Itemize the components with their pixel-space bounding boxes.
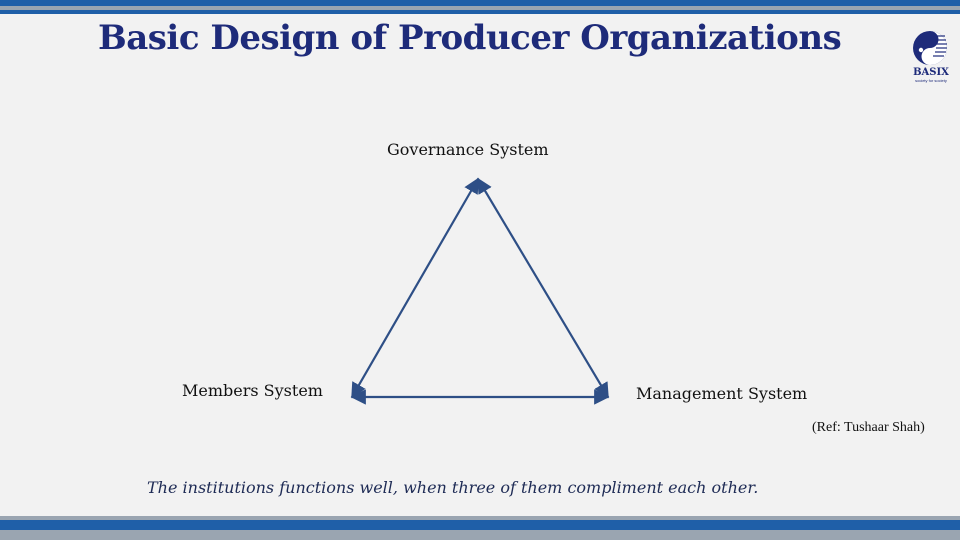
top-stripe-gray	[0, 6, 960, 10]
bottom-stripe-gray	[0, 530, 960, 540]
bottom-stripe-gray-thin	[0, 516, 960, 520]
logo-name: BASIX	[913, 67, 949, 78]
slide-caption: The institutions functions well, when th…	[147, 478, 759, 497]
bottom-stripe-blue	[0, 520, 960, 530]
members-system-label: Members System	[182, 381, 323, 400]
governance-system-label: Governance System	[387, 140, 549, 159]
slide-title: Basic Design of Producer Organizations	[98, 18, 842, 58]
basix-yin-yang-logo-icon	[913, 31, 947, 65]
management-system-label: Management System	[636, 384, 808, 403]
top-stripe-blue-thin	[0, 10, 960, 14]
reference-note: (Ref: Tushaar Shah)	[812, 420, 925, 435]
arrow-governance-members	[351, 177, 479, 399]
top-stripe-blue	[0, 0, 960, 6]
arrow-governance-management	[477, 177, 609, 399]
logo-tagline: society for society	[915, 78, 947, 83]
